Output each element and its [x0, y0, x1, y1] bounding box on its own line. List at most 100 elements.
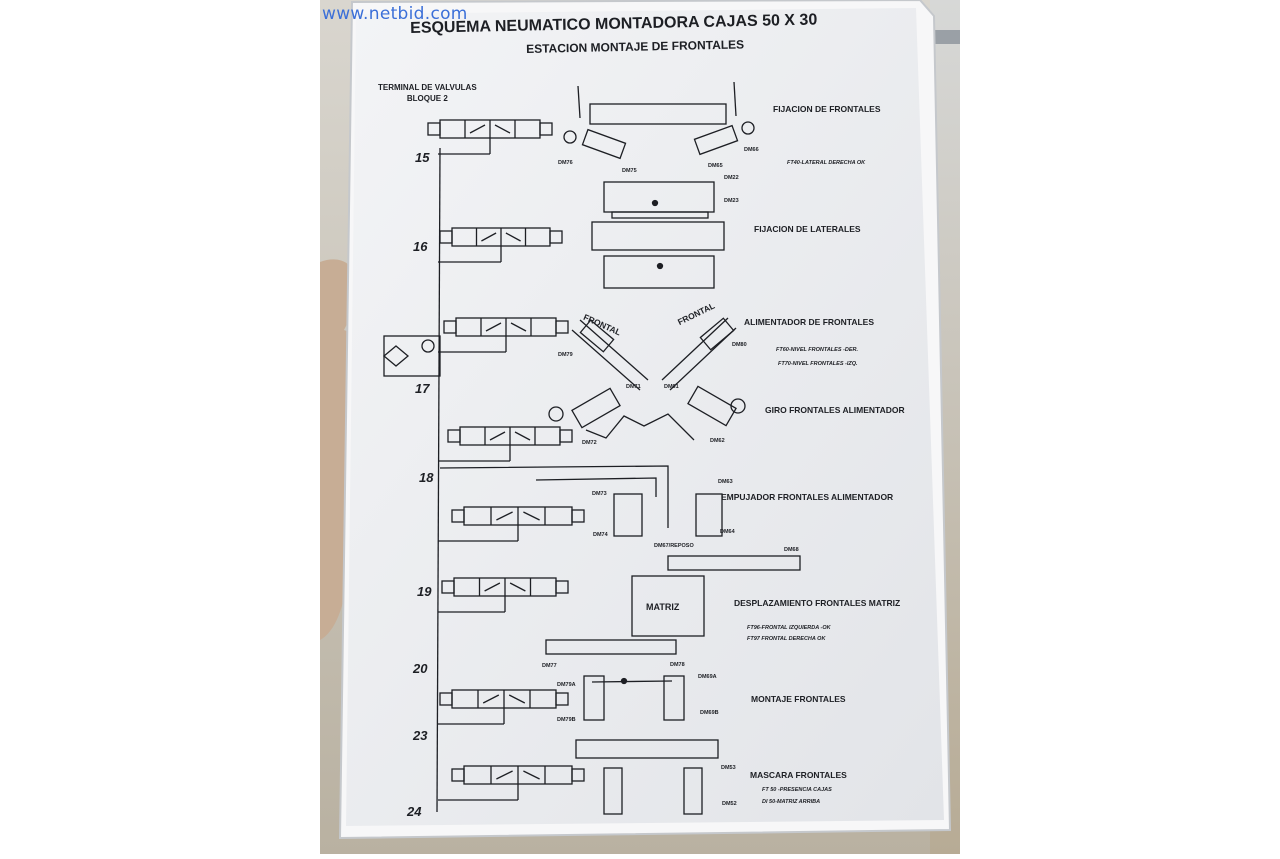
- tag-dm64: DM64: [720, 529, 735, 535]
- mascara-cylinder-right: [683, 767, 703, 815]
- paper-sheet: [346, 8, 944, 826]
- valve-arrow: [505, 232, 521, 242]
- note-ft60: FT60-NIVEL FRONTALES -DER.: [776, 347, 858, 353]
- junction: [651, 199, 659, 207]
- valve-number-23: 23: [413, 728, 428, 743]
- frontal-bar: [589, 103, 727, 125]
- valve-arrow: [496, 511, 513, 521]
- valve-arrow: [482, 694, 500, 704]
- valve-arrow: [510, 322, 527, 332]
- tag-dm69a: DM69A: [698, 674, 717, 680]
- valve-solenoid: [443, 320, 457, 334]
- valve-solenoid: [447, 429, 461, 443]
- cylinder-20: [545, 639, 677, 655]
- valve-number-16: 16: [413, 239, 428, 254]
- note-ft40: FT40-LATERAL DERECHA OK: [787, 160, 866, 166]
- note-di50: DI 50-MATRIZ ARRIBA: [762, 799, 821, 805]
- tag-dm61: DM61: [664, 384, 679, 390]
- push-cylinder-left: [613, 493, 643, 537]
- valve-solenoid: [439, 230, 453, 244]
- tag-dm77: DM77: [542, 663, 557, 669]
- valve-number-17: 17: [415, 381, 430, 396]
- matriz-box: [631, 575, 705, 637]
- valve-arrow: [481, 232, 497, 242]
- tag-dm73: DM73: [592, 491, 607, 497]
- frl-filter: [382, 345, 410, 367]
- valve-arrow: [485, 322, 502, 332]
- mascara-bar: [575, 739, 719, 759]
- valve-solenoid: [555, 692, 569, 706]
- valve-number-15: 15: [415, 150, 430, 165]
- valve-arrow: [489, 431, 506, 441]
- valve-number-20: 20: [413, 661, 428, 676]
- valve-number-18: 18: [419, 470, 434, 485]
- base-22: [611, 211, 709, 219]
- cylinder-right: [693, 124, 739, 156]
- tag-dm62: DM62: [710, 438, 725, 444]
- valve-arrow: [508, 694, 526, 704]
- tag-dm71: DM71: [626, 384, 641, 390]
- note-ft97: FT97 FRONTAL DERECHA OK: [747, 636, 826, 642]
- montaje-cylinder-right: [663, 675, 685, 721]
- tag-dm74: DM74: [593, 532, 608, 538]
- tag-dm69b: DM69B: [700, 710, 719, 716]
- sensor-left: [563, 130, 577, 144]
- valve-number-19: 19: [417, 584, 432, 599]
- station-fijacion-laterales: FIJACION DE LATERALES: [754, 224, 861, 234]
- tag-dm76: DM76: [558, 160, 573, 166]
- tag-dm67: DM67/REPOSO: [654, 543, 694, 549]
- pneumatic-schematic: [382, 81, 801, 815]
- valve-arrow: [523, 511, 540, 521]
- feeder-cylinder-right: [699, 317, 735, 351]
- valve-arrow: [509, 582, 526, 592]
- mascara-cylinder-left: [603, 767, 623, 815]
- valve-solenoid: [441, 580, 455, 594]
- montaje-cylinder-left: [583, 675, 605, 721]
- tag-dm22: DM22: [724, 175, 739, 181]
- valve-arrow: [484, 582, 501, 592]
- watermark-text: www.netbid.com: [322, 4, 468, 24]
- valve-solenoid: [555, 320, 569, 334]
- tag-dm79b: DM79B: [557, 717, 576, 723]
- valve-arrow: [523, 770, 540, 780]
- terminal-line-2: BLOQUE 2: [406, 94, 448, 103]
- frame-16: [603, 255, 715, 289]
- station-mascara-frontales: MASCARA FRONTALES: [750, 770, 847, 780]
- station-desplazamiento-frontales: DESPLAZAMIENTO FRONTALES MATRIZ: [734, 598, 901, 608]
- station-giro-frontales: GIRO FRONTALES ALIMENTADOR: [765, 405, 905, 415]
- valve-solenoid: [451, 509, 465, 523]
- tag-dm52: DM52: [722, 801, 737, 807]
- valve-solenoid: [549, 230, 563, 244]
- frl-gauge: [421, 339, 435, 353]
- tag-dm80: DM80: [732, 342, 747, 348]
- valve-arrow: [496, 770, 513, 780]
- valve-solenoid: [427, 122, 441, 136]
- matriz-label: MATRIZ: [646, 602, 680, 612]
- lateral-bar: [591, 221, 725, 251]
- giro-cylinder-left: [571, 387, 621, 429]
- valve-number-24: 24: [407, 804, 422, 819]
- station-fijacion-frontales: FIJACION DE FRONTALES: [773, 104, 881, 114]
- supply-rail: [436, 147, 441, 813]
- tag-dm72: DM72: [582, 440, 597, 446]
- terminal-label: TERMINAL DE VALVULAS BLOQUE 2: [378, 82, 477, 104]
- note-ft70: FT70-NIVEL FRONTALES -IZQ.: [778, 361, 858, 367]
- feeder-cylinder-left: [579, 319, 615, 353]
- station-empujador-frontales: EMPUJADOR FRONTALES ALIMENTADOR: [721, 492, 894, 502]
- valve-solenoid: [571, 509, 585, 523]
- junction: [656, 262, 664, 270]
- line-18: [439, 465, 669, 528]
- tag-dm75: DM75: [622, 168, 637, 174]
- push-cylinder-right: [695, 493, 723, 537]
- tag-dm79a: DM79A: [557, 682, 576, 688]
- tag-dm63: DM63: [718, 479, 733, 485]
- sensor-giro-left: [548, 406, 564, 422]
- station-montaje-frontales: MONTAJE FRONTALES: [751, 694, 846, 704]
- guide-right: [733, 81, 737, 117]
- sensor-right: [741, 121, 755, 135]
- cylinder-left: [581, 128, 627, 160]
- line-18b: [535, 477, 657, 497]
- note-ft96: FT96-FRONTAL IZQUIERDA -OK: [747, 625, 831, 631]
